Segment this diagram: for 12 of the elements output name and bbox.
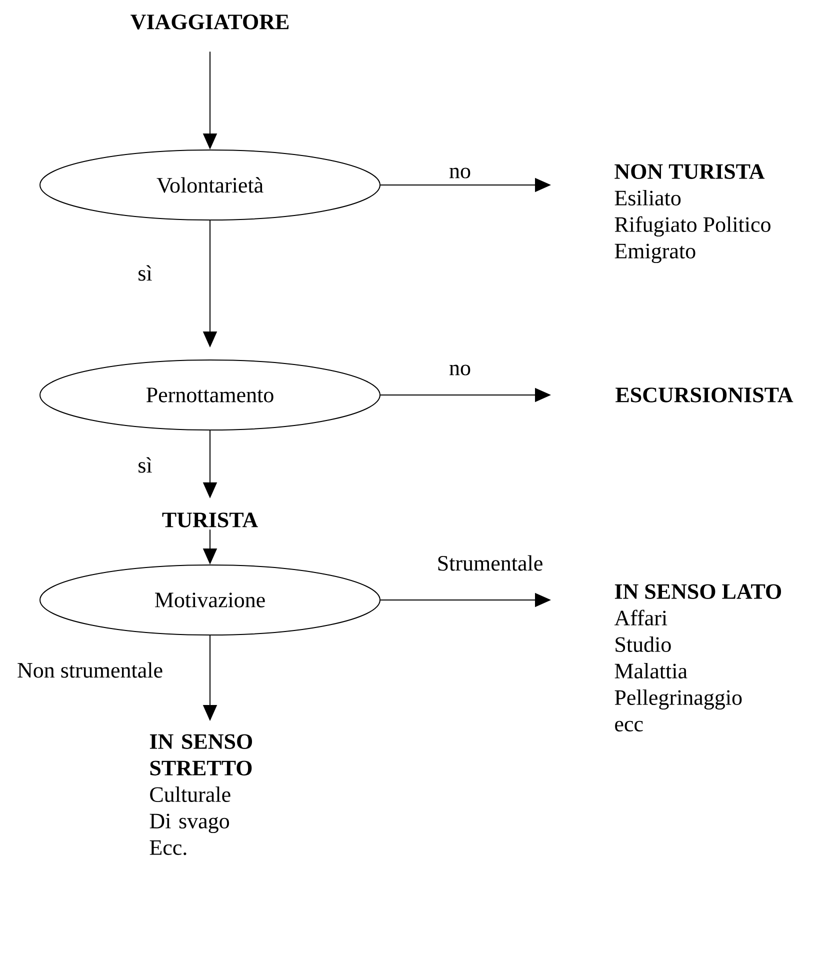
edge-label: Strumentale — [438, 555, 542, 571]
category-text: NON TURISTA Esiliato Rifugiato Politico Emigrato — [614, 164, 770, 264]
category-text: IN SENSO STRETTO Culturale Di svago Ecc. — [150, 734, 252, 856]
edge-label: sì — [138, 457, 152, 473]
category-text: TURISTA — [162, 512, 258, 528]
edge-label: Non strumentale — [18, 662, 162, 678]
category-text: VIAGGIATORE — [130, 14, 289, 30]
edge-label: no — [450, 364, 470, 376]
edge-label: sì — [138, 265, 152, 281]
edge-label: no — [450, 168, 470, 178]
category-text: ESCURSIONISTA — [616, 388, 794, 402]
category-text: IN SENSO LATO Affari Studio Malattia Pellegrinaggio ecc — [614, 584, 782, 732]
